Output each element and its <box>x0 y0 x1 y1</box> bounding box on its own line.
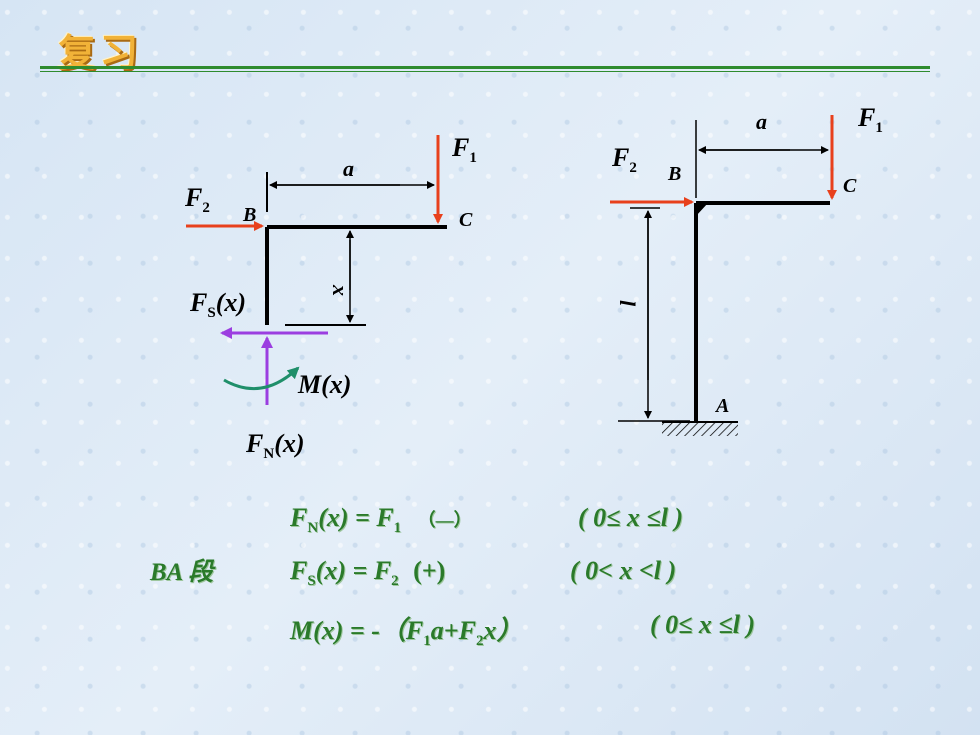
right-label-f2: F2 <box>611 143 637 176</box>
eq3-part-b: a+F <box>430 616 476 645</box>
eq2-rest: (x) = F <box>315 556 392 585</box>
eq3-sub-2: 2 <box>475 633 484 650</box>
right-label-b: B <box>667 163 681 185</box>
left-moment-arc <box>223 366 300 391</box>
left-label-fs: FS(x) <box>189 288 246 321</box>
right-frame <box>610 115 837 436</box>
eq2-sub-2: 2 <box>391 573 399 590</box>
eq3-part-c: x） <box>483 616 523 645</box>
eq3-sub-1: 1 <box>423 633 431 650</box>
eq2-sign: (+) <box>413 556 446 585</box>
right-label-a-point: A <box>714 395 729 417</box>
eq1-f: F <box>290 503 308 532</box>
equation-m: M(x) = -（F1a+F2x） <box>290 610 522 650</box>
eq2-sub-s: S <box>307 573 316 590</box>
left-label-a: a <box>343 156 354 181</box>
equation-fn: FN(x) = F1 （—） <box>290 503 472 537</box>
left-label-f2: F2 <box>184 183 210 216</box>
right-rigid-joint <box>696 203 708 216</box>
left-label-f1: F1 <box>451 133 477 166</box>
segment-label: BA 段 <box>150 559 214 586</box>
right-label-a: a <box>756 109 767 134</box>
right-label-l: l <box>615 300 640 307</box>
title-rule-thick <box>40 66 930 69</box>
left-label-x: x <box>328 284 353 296</box>
left-label-b: B <box>242 204 256 226</box>
eq1-rest: (x) = F <box>318 503 394 532</box>
equation-fs-range: ( 0< x <l ) <box>570 556 677 585</box>
right-label-c: C <box>843 175 857 197</box>
left-label-m: M(x) <box>297 370 351 399</box>
eq1-sub-1: 1 <box>393 520 402 537</box>
right-label-f1: F1 <box>857 103 883 136</box>
equation-fs: FS(x) = F2 (+) <box>290 556 445 590</box>
title-rule-thin <box>40 71 930 72</box>
equation-m-range: ( 0≤ x ≤l ) <box>650 610 756 639</box>
eq3-part-a: M(x) = -（F <box>290 616 424 645</box>
equation-fn-range: ( 0≤ x ≤l ) <box>578 503 684 532</box>
eq1-sign: （—） <box>417 510 472 530</box>
left-free-body <box>186 135 447 405</box>
eq2-f: F <box>290 556 308 585</box>
eq1-sub-n: N <box>307 520 319 537</box>
left-label-c: C <box>459 209 473 231</box>
left-label-fn: FN(x) <box>245 429 305 462</box>
right-fixed-support <box>662 422 738 436</box>
